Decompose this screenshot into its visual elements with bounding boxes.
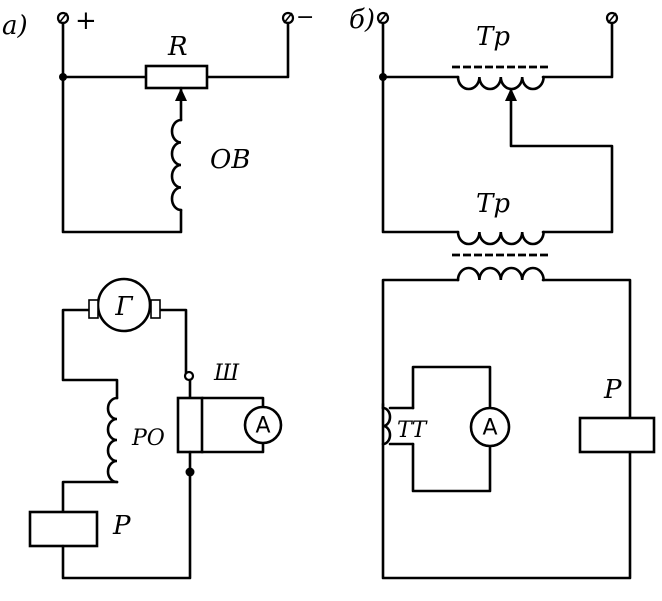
field-winding-label: ОВ [210, 145, 250, 175]
field-winding-coil [170, 118, 183, 212]
panel-a-bottom-circuit [28, 277, 283, 580]
generator-brush-left [88, 299, 99, 319]
terminal-plus-label: + [75, 6, 97, 36]
panel-a-tag: а) [2, 11, 28, 41]
shunt-terminal [183, 370, 195, 382]
rheostat-wiper-arrow [175, 88, 187, 101]
ammeter-right-label: A [482, 416, 497, 441]
current-transformer-label: ТТ [397, 418, 429, 443]
relay-p-right [578, 416, 656, 454]
generator-label: Г [114, 292, 133, 322]
junction-dot [59, 73, 67, 81]
current-transformer-coil [381, 406, 392, 446]
panel-a-top-circuit [56, 11, 295, 234]
relay-p-left [28, 510, 99, 548]
panel-b-tag: б) [349, 5, 375, 35]
transformer-secondary [456, 266, 545, 282]
field-regulator-label: РО [131, 426, 165, 451]
transformer-primary [456, 230, 545, 246]
relay-left-label: Р [112, 511, 131, 541]
rheostat-label: R [167, 32, 188, 62]
generator-brush-right [150, 299, 161, 319]
rheostat-r [144, 64, 209, 90]
autotransformer-winding [456, 75, 545, 91]
ammeter-a-left [243, 405, 283, 445]
ammeter-left-label: A [255, 414, 270, 439]
panel-b-bottom-circuit [381, 278, 656, 580]
transformer-mid-label: Тр [476, 189, 510, 219]
junction-dot [379, 73, 387, 81]
shunt-label: Ш [213, 361, 240, 386]
terminal-minus-label: − [296, 5, 314, 30]
junction-dot [185, 467, 195, 477]
panel-b-top-circuit [376, 11, 619, 282]
relay-right-label: Р [603, 375, 622, 405]
field-regulator-coil [106, 396, 119, 484]
shunt-sh [176, 396, 204, 454]
autotransformer-wiper-arrow [505, 88, 517, 101]
ammeter-a-right [469, 406, 511, 448]
transformer-top-label: Тр [476, 22, 510, 52]
